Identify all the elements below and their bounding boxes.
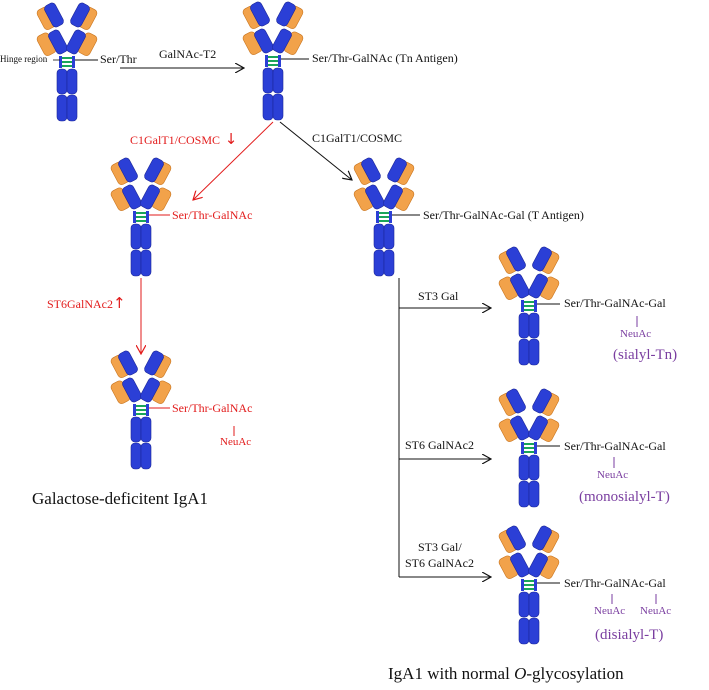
antibody-icon <box>352 156 416 277</box>
st3-gal-label: ST3 Gal <box>418 289 459 303</box>
galnac-t2-label: GalNAc-T2 <box>159 47 217 61</box>
c1galt1-black-label: C1GalT1/COSMC <box>312 131 403 145</box>
st6-galnac2-b-label: ST6 GalNAc2 <box>405 556 474 570</box>
hinge-region-label: Hinge region <box>0 54 48 64</box>
monosialyl-neuac-label: NeuAc <box>597 469 629 481</box>
normal-title: IgA1 with normal O-glycosylation <box>388 664 624 683</box>
gd-title: Galactose-deficitent IgA1 <box>32 489 209 508</box>
tn-antigen-label: Ser/Thr-GalNAc (Tn Antigen) <box>312 51 458 65</box>
antibody-icon <box>109 349 173 470</box>
antibody-icon <box>109 156 173 277</box>
gd2-sugar-label: Ser/Thr-GalNAc <box>172 401 253 415</box>
disialyl-neuac-label: NeuAc <box>640 605 672 617</box>
antibody-icon <box>497 524 561 645</box>
antibody-icon <box>241 0 305 121</box>
gd-sugar-label: Ser/Thr-GalNAc <box>172 208 253 222</box>
antibody-icon <box>497 387 561 508</box>
gd2-neuac-label: NeuAc <box>220 436 252 448</box>
sialyl-tn-neuac-label: NeuAc <box>620 328 652 340</box>
arrow-down-icon: ↓ <box>220 130 238 148</box>
st3-gal-slash-label: ST3 Gal/ <box>418 540 462 554</box>
disialyl-neuac-label: NeuAc <box>594 605 626 617</box>
disialyl-name: (disialyl-T) <box>595 627 664 643</box>
sialyl-tn-name: (sialyl-Tn) <box>613 347 678 363</box>
antibody-icon <box>497 245 561 366</box>
arrow-c1galt1-deficient <box>193 121 274 200</box>
arrow-c1galt1-normal <box>279 121 352 180</box>
t-antigen-label: Ser/Thr-GalNAc-Gal (T Antigen) <box>423 208 584 222</box>
disialyl-sugar-label: Ser/Thr-GalNAc-Gal <box>564 576 666 590</box>
c1galt1-red-label: C1GalT1/COSMC ↓ <box>130 130 238 148</box>
monosialyl-sugar-label: Ser/Thr-GalNAc-Gal <box>564 439 666 453</box>
monosialyl-name: (monosialyl-T) <box>579 489 670 505</box>
sialyl-tn-sugar-label: Ser/Thr-GalNAc-Gal <box>564 296 666 310</box>
st6galnac2-red-label: ST6GalNAc2↑ <box>47 294 126 312</box>
arrow-up-icon: ↑ <box>113 294 126 312</box>
st6-galnac2-label: ST6 GalNAc2 <box>405 438 474 452</box>
ser-thr-label: Ser/Thr <box>100 52 137 66</box>
